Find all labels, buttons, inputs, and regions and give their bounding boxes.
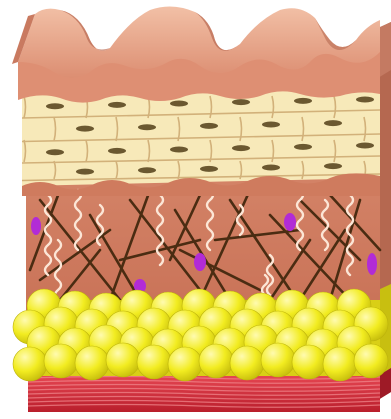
cell-nucleus xyxy=(262,122,280,128)
blood-vessel xyxy=(194,253,206,271)
fat-cell xyxy=(106,343,140,377)
cell-nucleus xyxy=(138,124,156,130)
cell-nucleus xyxy=(294,144,312,150)
cell-nucleus xyxy=(262,165,280,171)
cell-nucleus xyxy=(232,99,250,105)
cell-nucleus xyxy=(200,123,218,129)
cell-nucleus xyxy=(108,102,126,108)
blood-vessel xyxy=(367,253,377,275)
cell-nucleus xyxy=(294,98,312,104)
fat-layer xyxy=(13,289,388,381)
cell-nucleus xyxy=(138,167,156,173)
cell-nucleus xyxy=(170,101,188,107)
cell-nucleus xyxy=(76,169,94,175)
cell-nucleus xyxy=(46,103,64,109)
blood-vessel xyxy=(284,213,296,231)
cell-nucleus xyxy=(324,163,342,169)
fat-cell xyxy=(261,343,295,377)
fat-cell xyxy=(230,346,264,380)
fat-cell xyxy=(354,344,388,378)
muscle-layer xyxy=(28,372,380,412)
cell-nucleus xyxy=(76,126,94,132)
epidermis-surface xyxy=(12,6,380,102)
fat-cell xyxy=(199,344,233,378)
fat-cell xyxy=(292,345,326,379)
cell-nucleus xyxy=(324,120,342,126)
fat-cell xyxy=(137,345,171,379)
cell-nucleus xyxy=(46,149,64,155)
cell-nucleus xyxy=(232,145,250,151)
fat-cell xyxy=(75,346,109,380)
cell-nucleus xyxy=(356,142,374,148)
cell-nucleus xyxy=(356,96,374,102)
cell-nucleus xyxy=(108,148,126,154)
cell-nucleus xyxy=(170,147,188,153)
fat-cell xyxy=(168,347,202,381)
fat-cell xyxy=(323,347,357,381)
fat-cell xyxy=(44,344,78,378)
cell-nucleus xyxy=(200,166,218,172)
blood-vessel xyxy=(31,217,41,235)
